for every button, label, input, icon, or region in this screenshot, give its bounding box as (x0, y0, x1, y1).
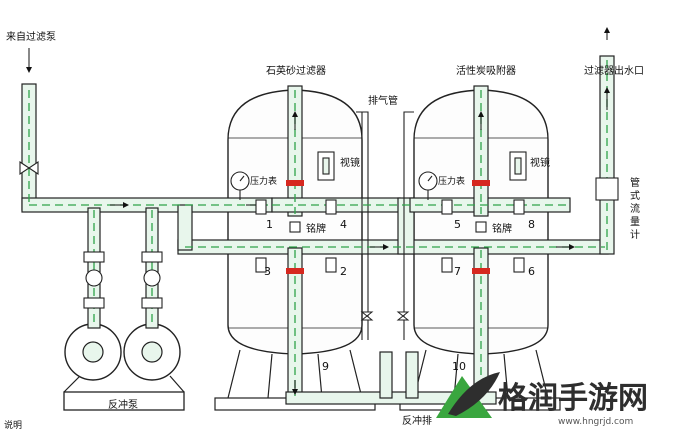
label-gauge-1: 压力表 (250, 175, 277, 187)
valve-number-10: 10 (452, 360, 466, 373)
label-gauge-2: 压力表 (438, 175, 465, 187)
valve-number-5: 5 (454, 218, 461, 231)
vent-pipe (356, 111, 414, 340)
label-backwash-pump: 反冲泵 (108, 398, 138, 411)
valve-number-6: 6 (528, 265, 535, 278)
watermark-url: www.hngrjd.com (558, 417, 633, 427)
watermark: 格润手游网 www.hngrjd.com (436, 372, 648, 427)
valve-bodies (19, 160, 619, 309)
label-nameplate-1: 铭牌 (306, 222, 326, 235)
sight-glasses (317, 151, 527, 181)
label-outlet: 过滤器出水口 (584, 64, 644, 77)
pump-right (123, 323, 181, 381)
valve-number-3: 3 (264, 265, 271, 278)
label-flowmeter: 管式流量计 (630, 176, 640, 241)
pump-left (64, 323, 122, 381)
label-vent-pipe: 排气管 (368, 94, 398, 107)
red-valve-markers (286, 180, 490, 274)
valve-number-2: 2 (340, 265, 347, 278)
pump-base (63, 375, 185, 411)
label-sand-filter: 石英砂过滤器 (266, 64, 326, 77)
label-backwash-drain: 反冲排 (402, 414, 432, 427)
flow-arrows (26, 27, 610, 395)
label-inlet: 来自过滤泵 (6, 30, 56, 43)
valve-number-1: 1 (266, 218, 273, 231)
label-sight-glass-1: 视镜 (340, 156, 360, 169)
label-nameplate-2: 铭牌 (492, 222, 512, 235)
valve-number-9: 9 (322, 360, 329, 373)
nameplates (289, 221, 487, 233)
valve-number-8: 8 (528, 218, 535, 231)
valve-number-7: 7 (454, 265, 461, 278)
pressure-gauges (230, 171, 438, 200)
watermark-brand: 格润手游网 (498, 381, 648, 416)
flow-lines (28, 60, 608, 396)
vent-valves (360, 311, 410, 321)
label-corner: 说明 (4, 419, 22, 430)
leaf-logo-icon (436, 372, 500, 418)
label-sight-glass-2: 视镜 (530, 156, 550, 169)
valve-number-4: 4 (340, 218, 347, 231)
label-carbon-filter: 活性炭吸附器 (456, 64, 516, 77)
